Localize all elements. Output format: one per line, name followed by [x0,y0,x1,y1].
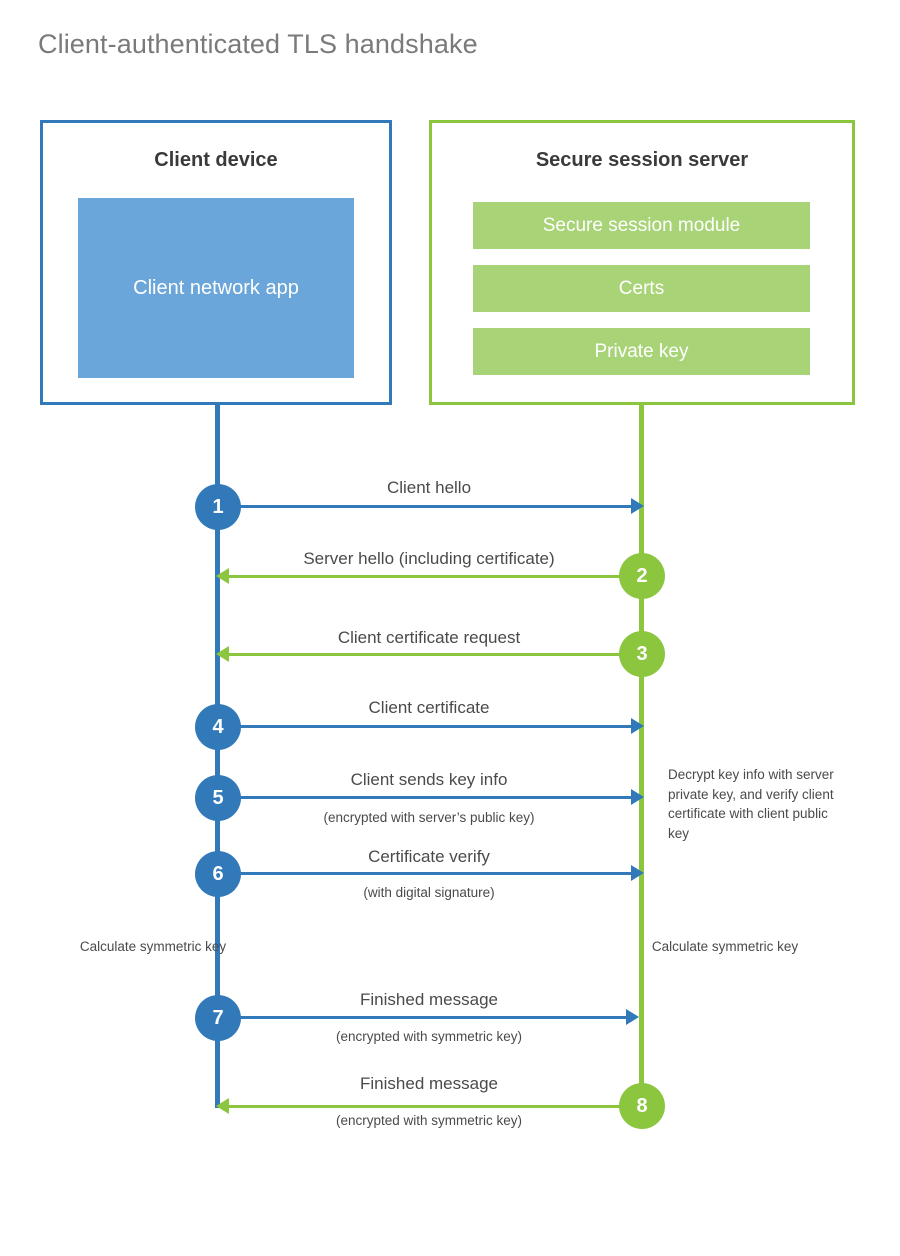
step-6-number-badge: 6 [195,851,241,897]
client-device-title: Client device [154,149,278,171]
step-8-sublabel: (encrypted with symmetric key) [335,1113,523,1128]
step-6-label: Certificate verify [368,847,490,866]
client-network-app-block: Client network app [78,198,354,378]
step-3-number-badge: 3 [619,631,665,677]
step-8-label: Finished message [360,1074,498,1093]
step-2-number-badge: 2 [619,553,665,599]
page-title: Client-authenticated TLS handshake [38,29,478,59]
step-1-arrow-head-icon [631,498,644,514]
step-8-arrow-head-icon [216,1098,229,1114]
step-7-sublabel: (encrypted with symmetric key) [335,1029,523,1044]
client-lifeline [215,405,220,1108]
step-5-arrow-line [217,796,632,799]
step-6-sublabel: (with digital signature) [363,885,495,900]
step-4-arrow-line [217,725,632,728]
step-1-label: Client hello [386,478,472,497]
step-2-label: Server hello (including certificate) [303,549,555,568]
step-7-arrow-line [217,1016,627,1019]
server-block-secure-session-module: Secure session module [473,202,810,249]
step-4-label: Client certificate [368,698,490,717]
server-block-private-key: Private key [473,328,810,375]
step-4-number-badge: 4 [195,704,241,750]
step-7-number-badge: 7 [195,995,241,1041]
step-2-arrow-line [227,575,641,578]
step-8-arrow-line [227,1105,641,1108]
step-5-number-badge: 5 [195,775,241,821]
server-calculate-symmetric-key-annotation: Calculate symmetric key [651,939,799,954]
server-lifeline [639,405,644,1108]
step-8-number-badge: 8 [619,1083,665,1129]
step-3-arrow-line [227,653,641,656]
step-1-number-badge: 1 [195,484,241,530]
step-3-label: Client certificate request [337,628,521,647]
step-5-sublabel: (encrypted with server’s public key) [323,810,535,825]
step-2-arrow-head-icon [216,568,229,584]
step-5-label: Client sends key info [350,770,508,789]
step-1-arrow-line [217,505,632,508]
step-3-arrow-head-icon [216,646,229,662]
step-4-arrow-head-icon [631,718,644,734]
step-7-label: Finished message [360,990,498,1009]
step-6-arrow-head-icon [631,865,644,881]
step-7-arrow-head-icon [626,1009,639,1025]
secure-session-server-box: Secure session server Secure session mod… [429,120,855,405]
step-6-arrow-line [217,872,632,875]
step-5-arrow-head-icon [631,789,644,805]
client-calculate-symmetric-key-annotation: Calculate symmetric key [79,939,227,954]
client-device-box: Client device Client network app [40,120,392,405]
server-decrypt-annotation: Decrypt key info with server private key… [668,767,834,841]
secure-session-server-title: Secure session server [535,149,749,171]
server-block-certs: Certs [473,265,810,312]
